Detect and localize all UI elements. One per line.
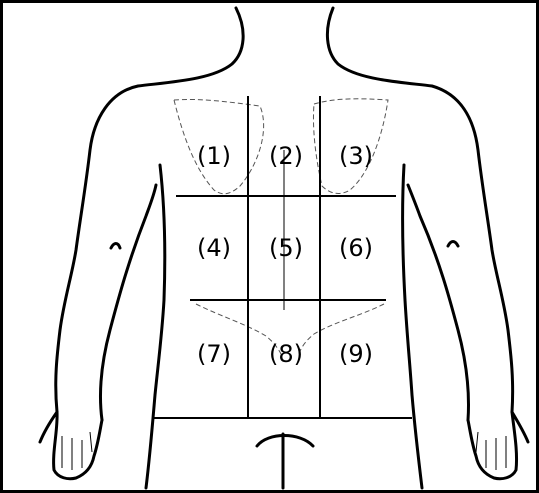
left-hand — [40, 412, 102, 479]
region-label-2: (2) — [269, 142, 303, 170]
left-inner-arm — [100, 185, 156, 420]
region-label-6: (6) — [339, 234, 373, 262]
region-label-9: (9) — [339, 340, 373, 368]
left-torso-side — [146, 165, 165, 488]
region-labels: (1) (2) (3) (4) (5) (6) (7) (8) (9) — [197, 142, 373, 368]
right-inner-arm — [408, 185, 469, 420]
region-label-1: (1) — [197, 142, 231, 170]
left-elbow-mark — [111, 244, 120, 249]
right-hand-fingers — [476, 432, 506, 470]
region-label-3: (3) — [339, 142, 373, 170]
region-label-7: (7) — [197, 340, 231, 368]
region-label-8: (8) — [269, 340, 303, 368]
organ-outlines — [174, 99, 388, 356]
region-label-4: (4) — [197, 234, 231, 262]
region-label-5: (5) — [269, 234, 303, 262]
left-hand-fingers — [62, 432, 92, 470]
crotch-contour — [257, 436, 313, 447]
right-elbow-mark — [448, 242, 458, 247]
